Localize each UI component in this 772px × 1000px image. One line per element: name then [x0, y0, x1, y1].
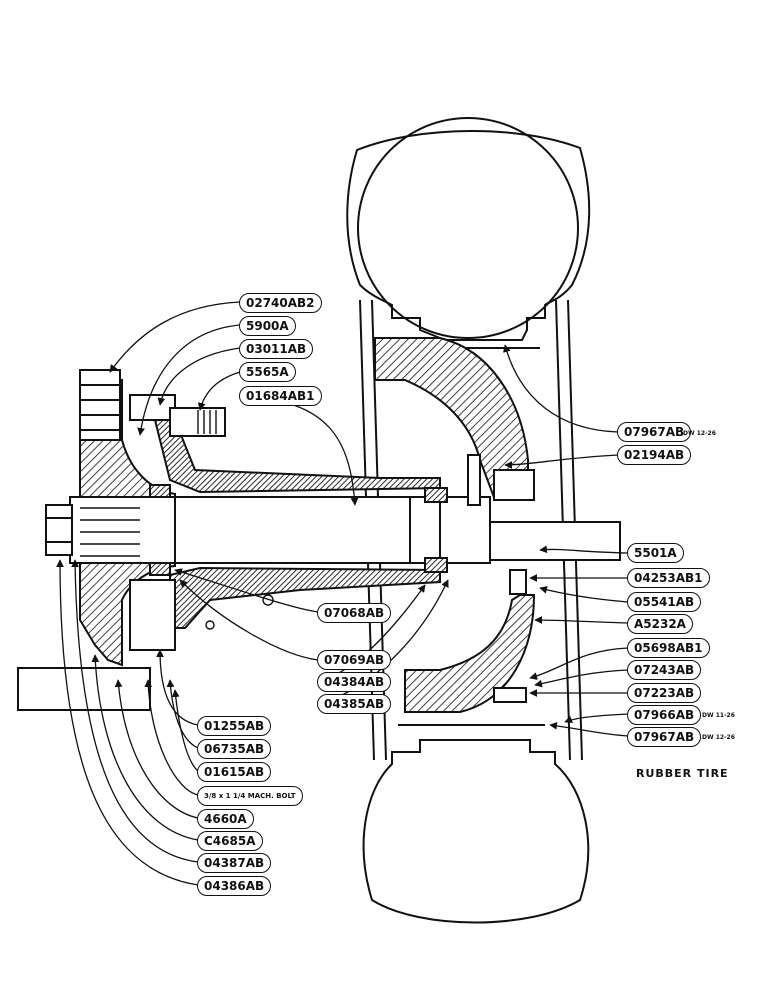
part-label-05698AB1: 05698AB1 — [627, 638, 710, 658]
part-label-07243AB: 07243AB — [627, 660, 702, 680]
upper-tire — [346, 117, 591, 341]
wheel-disc — [374, 337, 536, 713]
part-label-07967AB-top: 07967AB — [617, 422, 692, 442]
part-label-C4685A: C4685A — [197, 831, 263, 851]
part-label-02740AB2: 02740AB2 — [239, 293, 322, 313]
part-label-07069AB: 07069AB — [317, 650, 392, 670]
part-label-06735AB: 06735AB — [197, 739, 272, 759]
part-label-02194AB: 02194AB — [617, 445, 692, 465]
part-label-04385AB: 04385AB — [317, 694, 392, 714]
note-dw-mid: DW 11-26 — [702, 712, 735, 719]
part-label-07967AB-bottom: 07967AB — [627, 727, 702, 747]
part-label-mach-bolt: 3/8 x 1 1/4 MACH. BOLT — [197, 786, 303, 806]
part-label-01684AB1: 01684AB1 — [239, 386, 322, 406]
part-label-07068AB: 07068AB — [317, 603, 392, 623]
part-label-03011AB: 03011AB — [239, 339, 314, 359]
bracket-marks — [205, 594, 274, 630]
part-label-A5232A: A5232A — [627, 614, 693, 634]
part-label-01255AB: 01255AB — [197, 716, 272, 736]
part-label-01615AB: 01615AB — [197, 762, 272, 782]
part-label-04384AB: 04384AB — [317, 672, 392, 692]
mach-bolt-note: 3/8 x 1 1/4 MACH. BOLT — [204, 792, 296, 800]
part-label-04386AB: 04386AB — [197, 876, 272, 896]
note-dw-top: DW 12-26 — [683, 430, 716, 437]
part-label-07966AB: 07966AB — [627, 705, 702, 725]
part-label-5900A: 5900A — [239, 316, 296, 336]
lower-tire — [362, 739, 590, 924]
part-label-05541AB: 05541AB — [627, 592, 702, 612]
note-dw-bottom: DW 12-26 — [702, 734, 735, 741]
part-label-5501A: 5501A — [627, 543, 684, 563]
part-label-04387AB: 04387AB — [197, 853, 272, 873]
rubber-tire-caption: RUBBER TIRE — [636, 767, 729, 780]
part-label-07223AB: 07223AB — [627, 683, 702, 703]
part-label-4660A: 4660A — [197, 809, 254, 829]
part-label-5565A: 5565A — [239, 362, 296, 382]
part-label-04253AB1: 04253AB1 — [627, 568, 710, 588]
